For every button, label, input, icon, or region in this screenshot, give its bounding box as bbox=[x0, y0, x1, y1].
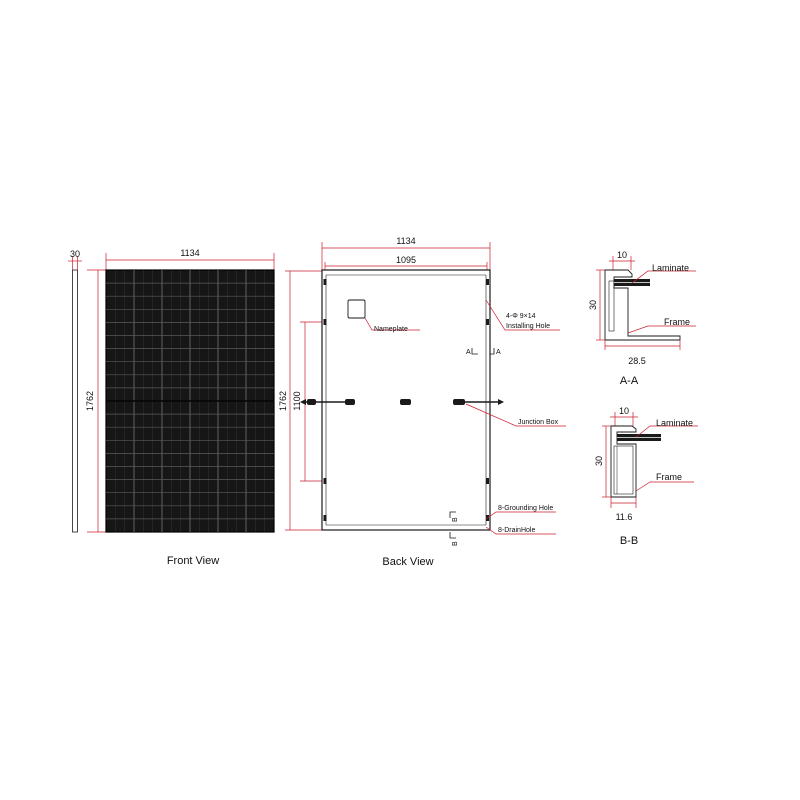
installing-hole bbox=[486, 478, 489, 484]
aa-laminate-label: Laminate bbox=[652, 263, 689, 273]
bb-title: B-B bbox=[620, 535, 638, 547]
installing-hole bbox=[323, 515, 327, 521]
junction-box bbox=[400, 399, 411, 405]
back-view-caption: Back View bbox=[382, 556, 433, 568]
mounting-span-label: 1100 bbox=[292, 391, 302, 410]
section-mark-b-left: B bbox=[452, 541, 459, 546]
aa-top-width-label: 10 bbox=[617, 250, 627, 260]
bb-bottom-width-label: 11.6 bbox=[616, 512, 633, 522]
section-mark-a-left: A bbox=[466, 349, 471, 356]
installing-hole bbox=[323, 319, 327, 325]
section-bb: 10 30 11.6 Laminate Frame B-B bbox=[594, 406, 698, 547]
section-mark-a-right: A bbox=[496, 349, 501, 356]
bb-frame-label: Frame bbox=[656, 472, 682, 482]
back-outer-width-label: 1134 bbox=[396, 236, 415, 246]
aa-frame-profile bbox=[604, 269, 681, 341]
installing-hole bbox=[486, 279, 489, 285]
installing-hole bbox=[323, 279, 327, 285]
aa-bottom-width-label: 28.5 bbox=[628, 356, 646, 366]
nameplate bbox=[347, 299, 366, 319]
front-view-caption: Front View bbox=[167, 555, 219, 567]
side-height-label: 1762 bbox=[85, 391, 95, 411]
junction-box bbox=[345, 399, 355, 405]
bb-top-width-label: 10 bbox=[619, 406, 629, 416]
nameplate-label: Nameplate bbox=[374, 326, 408, 333]
installing-hole bbox=[486, 319, 489, 325]
installing-hole-spec-label: 4-Φ 9×14 bbox=[506, 313, 536, 320]
aa-frame-label: Frame bbox=[664, 317, 690, 327]
connector bbox=[307, 399, 316, 405]
back-inner-width-label: 1095 bbox=[396, 255, 416, 265]
junction-box-label: Junction Box bbox=[518, 419, 559, 426]
aa-height-label: 30 bbox=[588, 300, 598, 310]
section-mark-b-right: B bbox=[452, 517, 459, 522]
installing-hole-label: Installing Hole bbox=[506, 323, 550, 330]
aa-title: A-A bbox=[620, 375, 639, 387]
back-height-label: 1762 bbox=[278, 391, 288, 411]
section-aa: 10 30 28.5 Laminate Frame A-A bbox=[588, 250, 696, 387]
drain-hole-label: 8-DrainHole bbox=[498, 527, 535, 534]
front-width-label: 1134 bbox=[180, 248, 199, 258]
front-view: 1134 Front View bbox=[105, 248, 275, 567]
junction-box bbox=[453, 399, 465, 405]
junction-box-assembly bbox=[300, 399, 504, 405]
installing-hole bbox=[323, 478, 327, 484]
side-thickness-label: 30 bbox=[70, 249, 80, 259]
bb-laminate-label: Laminate bbox=[656, 418, 693, 428]
bb-height-label: 30 bbox=[594, 456, 604, 466]
side-view: 30 1762 bbox=[68, 249, 106, 533]
back-view: 1134 1095 1762 1100 Nameplate bbox=[278, 236, 566, 568]
grounding-hole-label: 8-Grounding Hole bbox=[498, 505, 553, 512]
